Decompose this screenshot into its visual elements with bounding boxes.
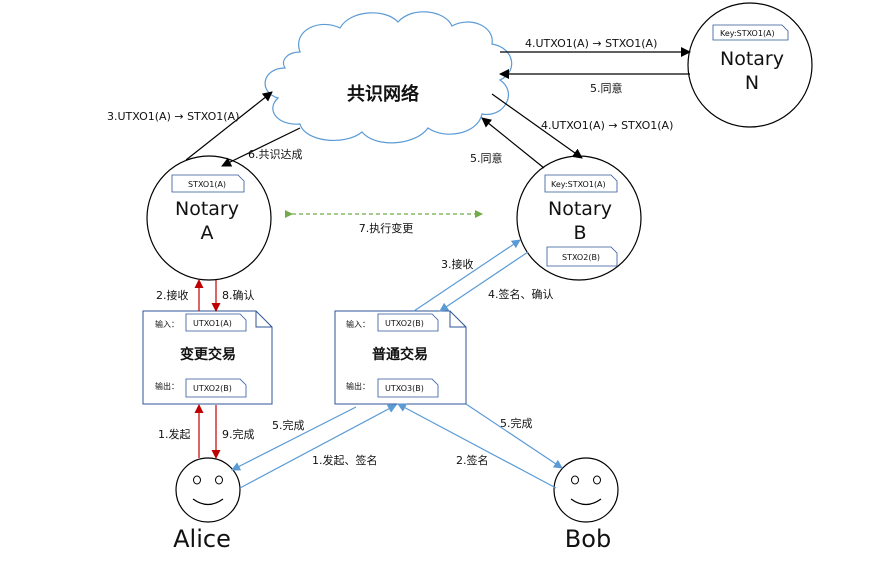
label-initiate-sign-1: 1.发起、签名 [312, 453, 378, 467]
notary-a-title: Notary [175, 198, 239, 220]
notary-a-stxo-text: STXO1(A) [188, 180, 226, 189]
label-complete-9: 9.完成 [222, 427, 255, 441]
arrow-a-to-cloud [185, 91, 273, 161]
notary-n-key-tag [712, 24, 789, 41]
label-cloud-to-n: 4.UTXO1(A) → STXO1(A) [525, 37, 657, 50]
bob-smiley-icon[interactable] [553, 457, 619, 523]
label-receive-2: 2.接收 [156, 288, 189, 302]
arrow-normal-to-alice [231, 406, 357, 471]
label-complete-5-bob: 5.完成 [500, 416, 533, 430]
notary-n-key-text: Key:STXO1(A) [720, 29, 775, 38]
notary-a-letter: A [201, 222, 214, 244]
notary-b-key-text: Key:STXO1(A) [551, 180, 606, 189]
arrow-normal-to-b [413, 239, 521, 312]
consensus-network-cloud: 共识网络 [264, 11, 513, 144]
change-tx-input-label: 输入： [155, 319, 179, 329]
label-n-to-cloud: 5.同意 [590, 81, 623, 95]
notary-n-title: Notary [720, 48, 784, 70]
label-cloud-to-b: 4.UTXO1(A) → STXO1(A) [541, 119, 673, 132]
alice-label: Alice [173, 525, 231, 553]
normal-tx-input-value: UTXO2(B) [385, 319, 424, 328]
label-cloud-to-a: 6.共识达成 [248, 148, 303, 161]
alice-smiley-icon[interactable] [175, 457, 241, 523]
label-sign-2: 2.签名 [456, 453, 489, 467]
notary-a-node[interactable]: STXO1(A) Notary A [146, 155, 272, 281]
arrow-normal-to-bob [465, 403, 563, 469]
arrow-b-to-normal [439, 251, 529, 312]
normal-transaction-doc[interactable]: 输入： UTXO2(B) 普通交易 输出： UTXO3(B) [334, 310, 467, 405]
change-tx-output-label: 输出： [155, 381, 179, 391]
notary-n-node[interactable]: Key:STXO1(A) Notary N [687, 2, 813, 128]
label-confirm-8: 8.确认 [222, 289, 255, 302]
arrow-cloud-to-b [491, 93, 583, 159]
notary-b-letter: B [573, 222, 586, 244]
label-a-b-execute: 7.执行变更 [359, 221, 414, 235]
label-initiate-1: 1.发起 [158, 427, 191, 441]
normal-tx-output-value: UTXO3(B) [385, 384, 424, 393]
label-b-to-cloud: 5.同意 [470, 151, 503, 165]
arrow-bob-to-normal [397, 403, 557, 489]
arrow-alice-to-normal [239, 404, 397, 489]
notary-b-key-tag [544, 174, 618, 193]
arrow-b-to-cloud [481, 117, 545, 169]
cloud-label: 共识网络 [347, 83, 419, 105]
label-receive-3: 3.接收 [441, 257, 474, 271]
notary-a-stxo-tag [171, 174, 245, 193]
change-tx-input-value: UTXO1(A) [193, 319, 232, 328]
notary-b-title: Notary [548, 198, 612, 220]
label-complete-5-alice: 5.完成 [272, 418, 305, 432]
arrow-cloud-to-a [221, 127, 301, 167]
normal-tx-input-label: 输入： [346, 319, 370, 329]
notary-b-node[interactable]: Key:STXO1(A) Notary B STXO2(B) [516, 155, 642, 281]
normal-tx-output-label: 输出： [346, 381, 370, 391]
change-transaction-doc[interactable]: 输入： UTXO1(A) 变更交易 输出： UTXO2(B) [142, 310, 273, 405]
label-sign-confirm-4: 4.签名、确认 [488, 287, 554, 301]
notary-n-letter: N [745, 72, 759, 94]
label-a-to-cloud: 3.UTXO1(A) → STXO1(A) [107, 110, 239, 123]
change-tx-output-value: UTXO2(B) [193, 384, 232, 393]
notary-b-stxo2-text: STXO2(B) [562, 253, 600, 262]
change-tx-title: 变更交易 [180, 346, 236, 363]
bob-label: Bob [565, 525, 611, 553]
notary-b-stxo2-tag [546, 246, 618, 267]
normal-tx-title: 普通交易 [372, 346, 428, 363]
